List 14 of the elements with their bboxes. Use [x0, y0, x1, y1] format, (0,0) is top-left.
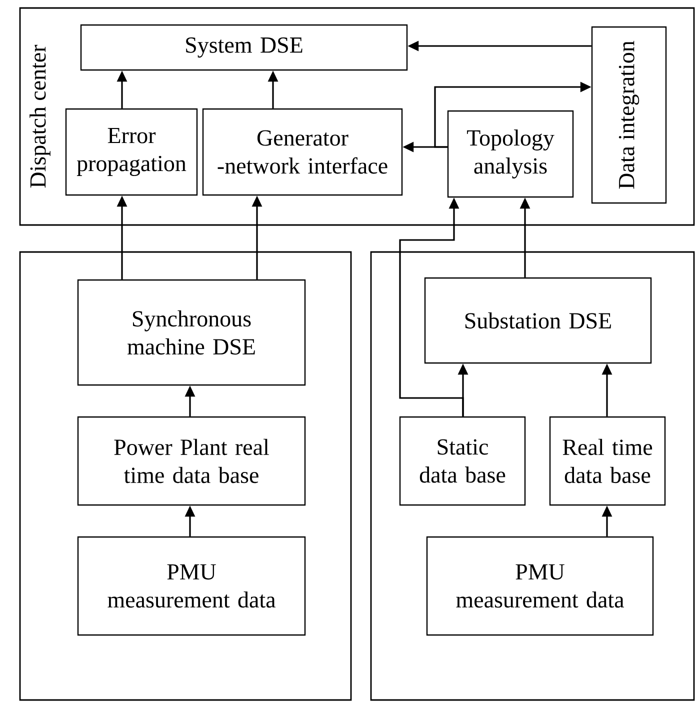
process-box: PMU measurement data [426, 536, 654, 636]
process-box: Real time data base [549, 416, 666, 506]
panel-frame [370, 251, 695, 701]
process-box: Generator -network interface [202, 108, 403, 196]
process-box: Synchronous machine DSE [77, 279, 306, 386]
process-box: Power Plant real time data base [77, 416, 306, 506]
panel-frame [19, 251, 352, 701]
process-box: System DSE [80, 24, 408, 71]
process-box: Static data base [399, 416, 526, 506]
process-box: Topology analysis [447, 110, 574, 198]
process-box: Data integration [591, 26, 667, 204]
process-box: PMU measurement data [77, 536, 306, 636]
process-box: Error propagation [65, 108, 198, 196]
process-box: Substation DSE [424, 277, 652, 364]
